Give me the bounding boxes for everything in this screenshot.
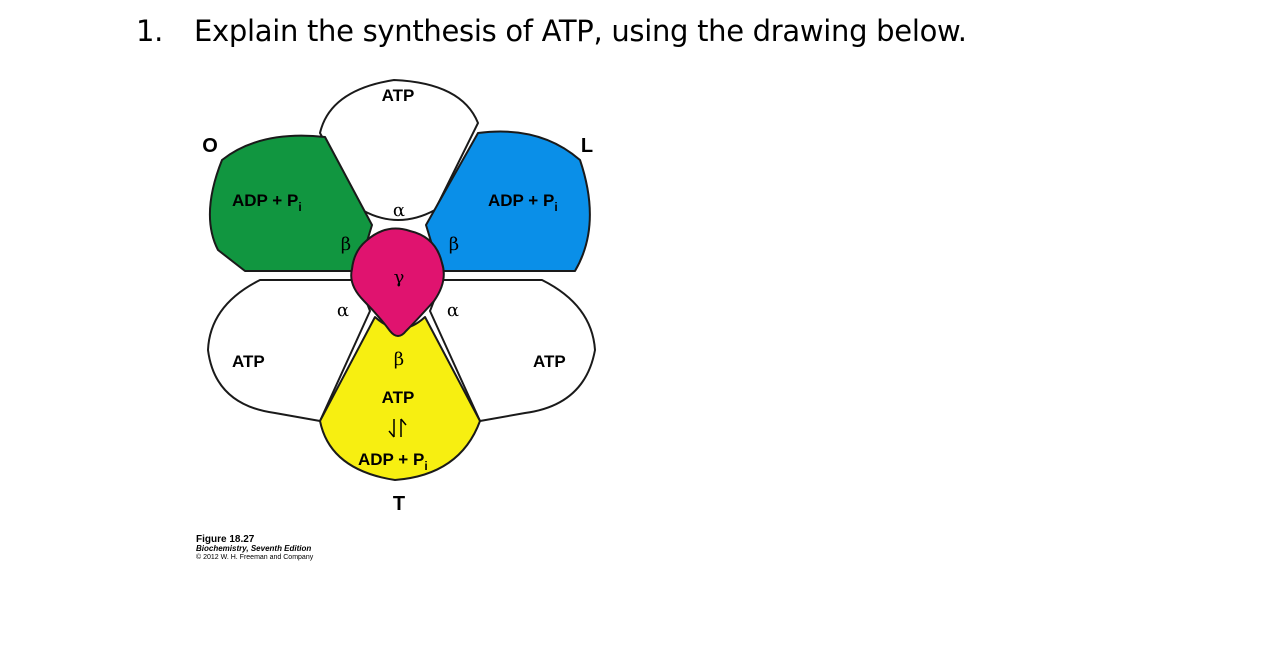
state-label-open: O [202,135,218,157]
question-prompt: Explain the synthesis of ATP, using the … [194,14,967,48]
beta-upper-left-label: β [341,234,351,255]
question-number: 1. [136,14,164,48]
caption-figure-number: Figure 18.27 [196,534,255,545]
alpha-lower-right-label: α [447,300,459,321]
lower-left-atp-label: ATP [232,352,265,371]
state-label-loose: L [581,135,593,157]
lower-right-atp-label: ATP [533,352,566,371]
beta-bottom-label: β [394,349,404,370]
subunit-top-alpha [319,79,479,221]
upper-right-adp-label: ADP + Pi [488,191,558,214]
subunit-upper-left-beta [209,134,373,272]
figure-caption: Figure 18.27 Biochemistry, Seventh Editi… [196,534,313,561]
caption-book-title: Biochemistry, Seventh Edition [196,544,312,553]
subunit-lower-right-alpha [429,279,596,422]
state-label-tight: T [393,493,405,515]
top-atp-label: ATP [382,86,415,105]
bottom-adp-label: ADP + Pi [358,450,428,473]
alpha-lower-left-label: α [337,300,349,321]
equilibrium-arrows-icon [388,418,407,438]
alpha-top-label: α [393,200,405,221]
upper-left-adp-label: ADP + Pi [232,191,302,214]
bottom-atp-label: ATP [382,388,415,407]
subunit-upper-right-beta [425,130,591,272]
caption-copyright: © 2012 W. H. Freeman and Company [196,553,314,561]
beta-upper-right-label: β [449,234,459,255]
atp-synthase-diagram: ATP ADP + Pi ADP + Pi ATP ATP ATP ADP + … [202,79,596,515]
gamma-label: γ [394,267,405,288]
gamma-subunit [350,227,445,337]
question-text: 1. Explain the synthesis of ATP, using th… [136,14,967,48]
subunit-lower-left-alpha [207,279,371,422]
